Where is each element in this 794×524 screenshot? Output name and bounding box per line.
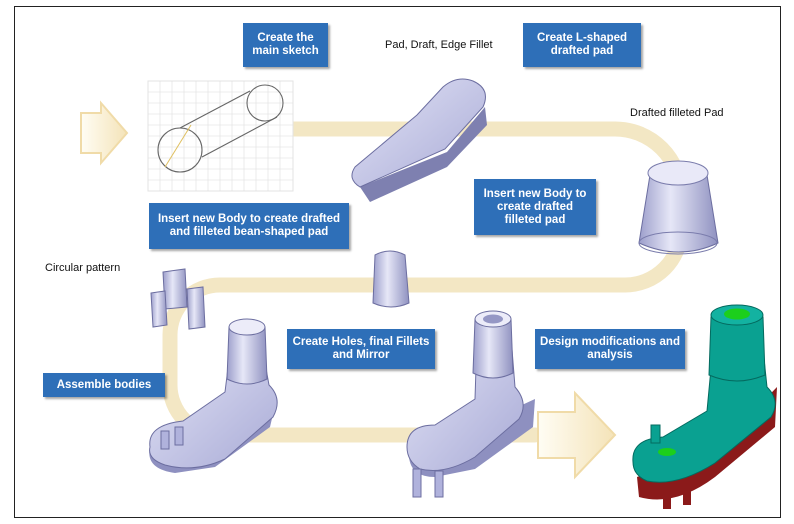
step-insert-body-drafted-filleted: Insert new Body to create drafted fillet… (474, 179, 596, 235)
step-create-main-sketch: Create the main sketch (243, 23, 328, 67)
sketch-drawing (147, 80, 294, 192)
assembled-part (149, 318, 278, 473)
diagram-frame: Create the main sketch Create L-shaped d… (14, 6, 781, 518)
drafted-filleted-pad (638, 160, 719, 255)
step-insert-body-bean-shaped: Insert new Body to create drafted and fi… (149, 203, 349, 249)
l-shaped-pad (351, 78, 487, 202)
label-drafted-filleted-pad: Drafted filleted Pad (630, 107, 724, 119)
start-arrow-icon (80, 100, 129, 166)
step-assemble-bodies: Assemble bodies (43, 373, 165, 397)
circular-pattern-pieces (150, 268, 206, 330)
step-create-holes-fillets-mirror: Create Holes, final Fillets and Mirror (287, 329, 435, 369)
holed-part (406, 310, 535, 498)
bean-shaped-pad (372, 250, 410, 308)
step-create-l-shaped-pad: Create L-shaped drafted pad (523, 23, 641, 67)
label-circular-pattern: Circular pattern (45, 262, 121, 274)
label-pad-draft-edge-fillet: Pad, Draft, Edge Fillet (385, 39, 493, 51)
step-design-modifications: Design modifications and analysis (535, 329, 685, 369)
workflow-illustration (80, 78, 777, 509)
final-part (632, 304, 777, 509)
workflow-path (162, 121, 689, 443)
next-step-arrow-icon (537, 390, 617, 480)
